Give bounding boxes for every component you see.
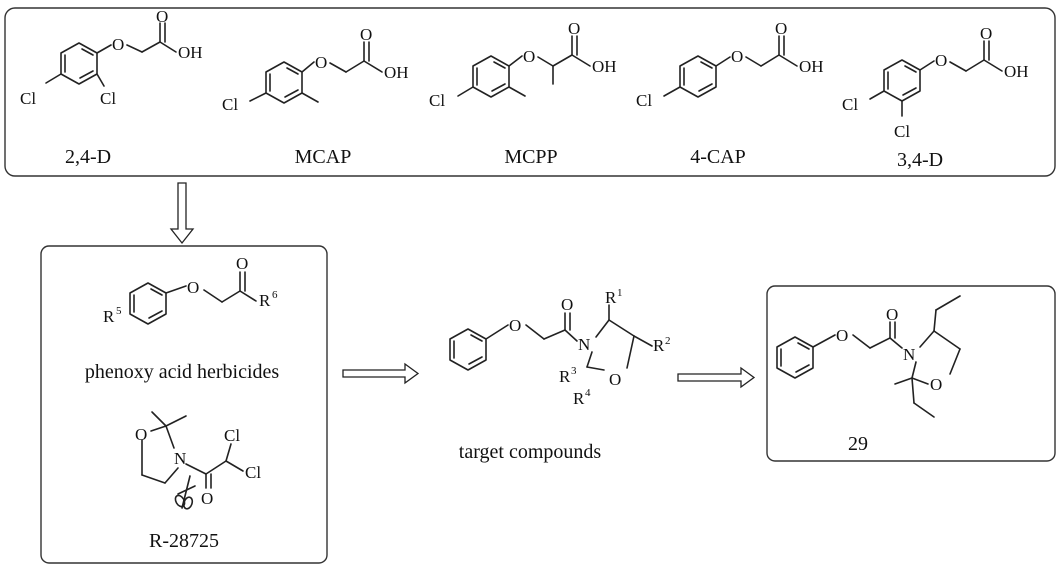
atom-o: O xyxy=(561,295,573,314)
down-arrow-icon xyxy=(169,182,195,245)
atom-cl: Cl xyxy=(224,426,240,445)
r4-superscript: 4 xyxy=(585,387,591,399)
structure-r-28725: O N Cl Cl O R-28725 xyxy=(135,411,261,552)
atom-o: O xyxy=(360,25,372,44)
structure-29: O O N O 29 xyxy=(776,295,961,455)
atom-cl: Cl xyxy=(100,89,116,108)
right-arrow-icon xyxy=(342,362,420,385)
atom-cl: Cl xyxy=(222,95,238,114)
compound-name: 4-CAP xyxy=(690,146,746,168)
atom-cl: Cl xyxy=(842,95,858,114)
atom-cl: Cl xyxy=(894,122,910,141)
atom-n: N xyxy=(578,335,590,354)
structure-3-4-d: O O OH Cl Cl 3,4-D xyxy=(842,24,1029,171)
compound-29-box xyxy=(766,285,1056,462)
atom-oh: OH xyxy=(592,57,617,76)
structure-target: O O N O R 1 R 2 R 3 R 4 target compounds xyxy=(449,287,671,463)
phenoxy-label: phenoxy acid herbicides xyxy=(85,361,280,383)
atom-o: O xyxy=(930,375,942,394)
r6-superscript: 6 xyxy=(272,289,278,301)
herbicide-box xyxy=(4,7,1056,177)
atom-o: O xyxy=(568,19,580,38)
atom-o: O xyxy=(201,489,213,508)
atom-o: O xyxy=(135,425,147,444)
r1-superscript: 1 xyxy=(617,287,623,299)
atom-o: O xyxy=(112,35,124,54)
atom-oh: OH xyxy=(1004,62,1029,81)
structure-4-cap: O O OH Cl 4-CAP xyxy=(636,19,824,168)
atom-o: O xyxy=(315,53,327,72)
target-label: target compounds xyxy=(459,441,602,463)
r4-label: R xyxy=(573,389,585,408)
atom-o: O xyxy=(731,47,743,66)
atom-o: O xyxy=(886,305,898,324)
atom-oh: OH xyxy=(799,57,824,76)
atom-cl: Cl xyxy=(20,89,36,108)
design-box xyxy=(40,245,328,564)
atom-o: O xyxy=(187,278,199,297)
structure-phenoxy-acid: O O R 5 R 6 phenoxy acid herbicides xyxy=(85,254,280,383)
right-arrow-icon xyxy=(677,366,756,389)
r1-label: R xyxy=(605,288,617,307)
r2-label: R xyxy=(653,336,665,355)
scissors-icon xyxy=(174,485,196,510)
atom-o: O xyxy=(980,24,992,43)
atom-n: N xyxy=(903,345,915,364)
atom-o: O xyxy=(156,7,168,26)
r2-superscript: 2 xyxy=(665,335,671,347)
compound-name: MCPP xyxy=(504,146,557,168)
atom-o: O xyxy=(236,254,248,273)
atom-cl: Cl xyxy=(636,91,652,110)
atom-o: O xyxy=(836,326,848,345)
r3-label: R xyxy=(559,367,571,386)
r3-superscript: 3 xyxy=(571,365,577,377)
atom-n: N xyxy=(174,449,186,468)
compound-name: 3,4-D xyxy=(897,149,943,171)
atom-o: O xyxy=(935,51,947,70)
atom-o: O xyxy=(523,47,535,66)
atom-o: O xyxy=(509,316,521,335)
atom-cl: Cl xyxy=(429,91,445,110)
structure-mcap: O O OH Cl MCAP xyxy=(222,25,409,168)
safener-name: R-28725 xyxy=(149,530,219,552)
atom-oh: OH xyxy=(178,43,203,62)
atom-cl: Cl xyxy=(245,463,261,482)
structure-2-4-d: O O OH Cl Cl 2,4-D xyxy=(20,7,203,168)
r6-label: R xyxy=(259,291,271,310)
atom-oh: OH xyxy=(384,63,409,82)
atom-o: O xyxy=(775,19,787,38)
compound-number: 29 xyxy=(848,433,868,455)
compound-name: 2,4-D xyxy=(65,146,111,168)
r5-label: R xyxy=(103,307,115,326)
structure-mcpp: O O OH Cl MCPP xyxy=(429,19,617,168)
atom-o: O xyxy=(609,370,621,389)
compound-name: MCAP xyxy=(295,146,352,168)
r5-superscript: 5 xyxy=(116,305,122,317)
